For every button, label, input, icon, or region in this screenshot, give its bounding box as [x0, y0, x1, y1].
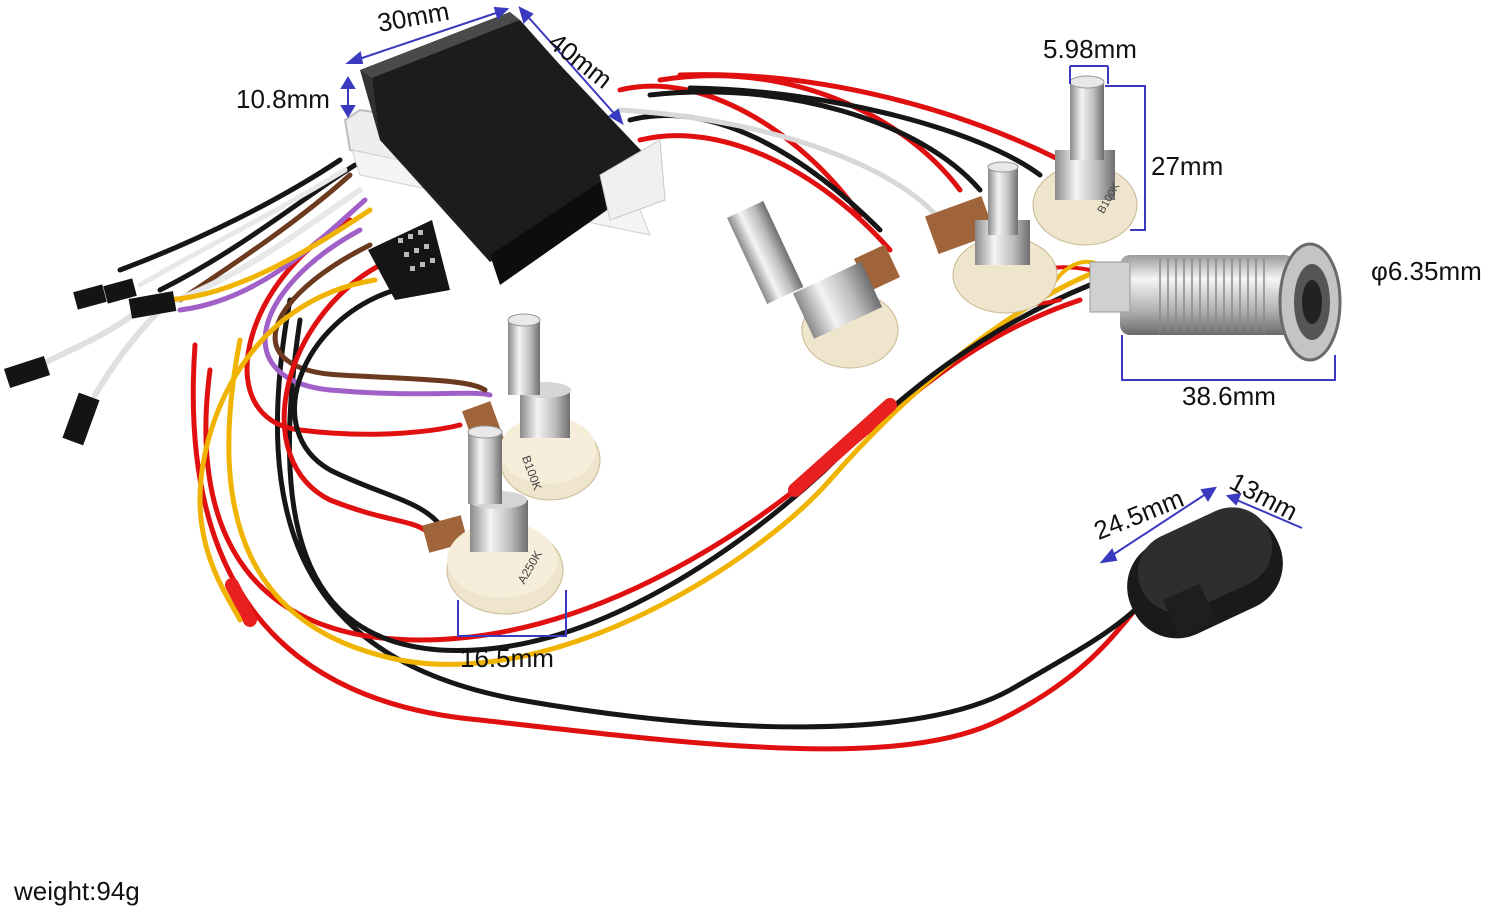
dim-shaft-length-label: 27mm [1151, 151, 1224, 181]
dim-jack-diameter-label: φ6.35mm [1371, 256, 1482, 286]
battery-wire-black [274, 297, 1143, 730]
weight-label: weight:94g [14, 876, 140, 906]
red-sleeve-lower [225, 578, 257, 627]
battery-clip [1127, 507, 1283, 639]
pot-treble: B100K [1032, 75, 1138, 246]
pot-mid [924, 161, 1058, 314]
dupont-connectors [3, 278, 177, 446]
pot-tone: B100K [462, 313, 601, 501]
pot-volume: A250K [422, 425, 564, 615]
dim-pot-diameter-label: 16.5mm [460, 643, 554, 673]
preamp-module [343, 12, 666, 300]
wire-bundle [37, 72, 1143, 752]
dimension-lines [340, 6, 1336, 637]
battery-wire-red [190, 342, 1138, 752]
dim-shaft-diameter-label: 5.98mm [1043, 34, 1137, 64]
red-sleeve [788, 398, 897, 497]
pot-bass [727, 200, 901, 369]
dim-jack-length-label: 38.6mm [1182, 381, 1276, 411]
output-jack [1089, 242, 1342, 362]
dim-height-label: 10.8mm [236, 84, 330, 114]
pin-header [368, 220, 450, 300]
jack-wire-red [203, 297, 1083, 643]
jack-wire-black [286, 282, 1093, 654]
jack-wire-yellow [226, 267, 1103, 667]
